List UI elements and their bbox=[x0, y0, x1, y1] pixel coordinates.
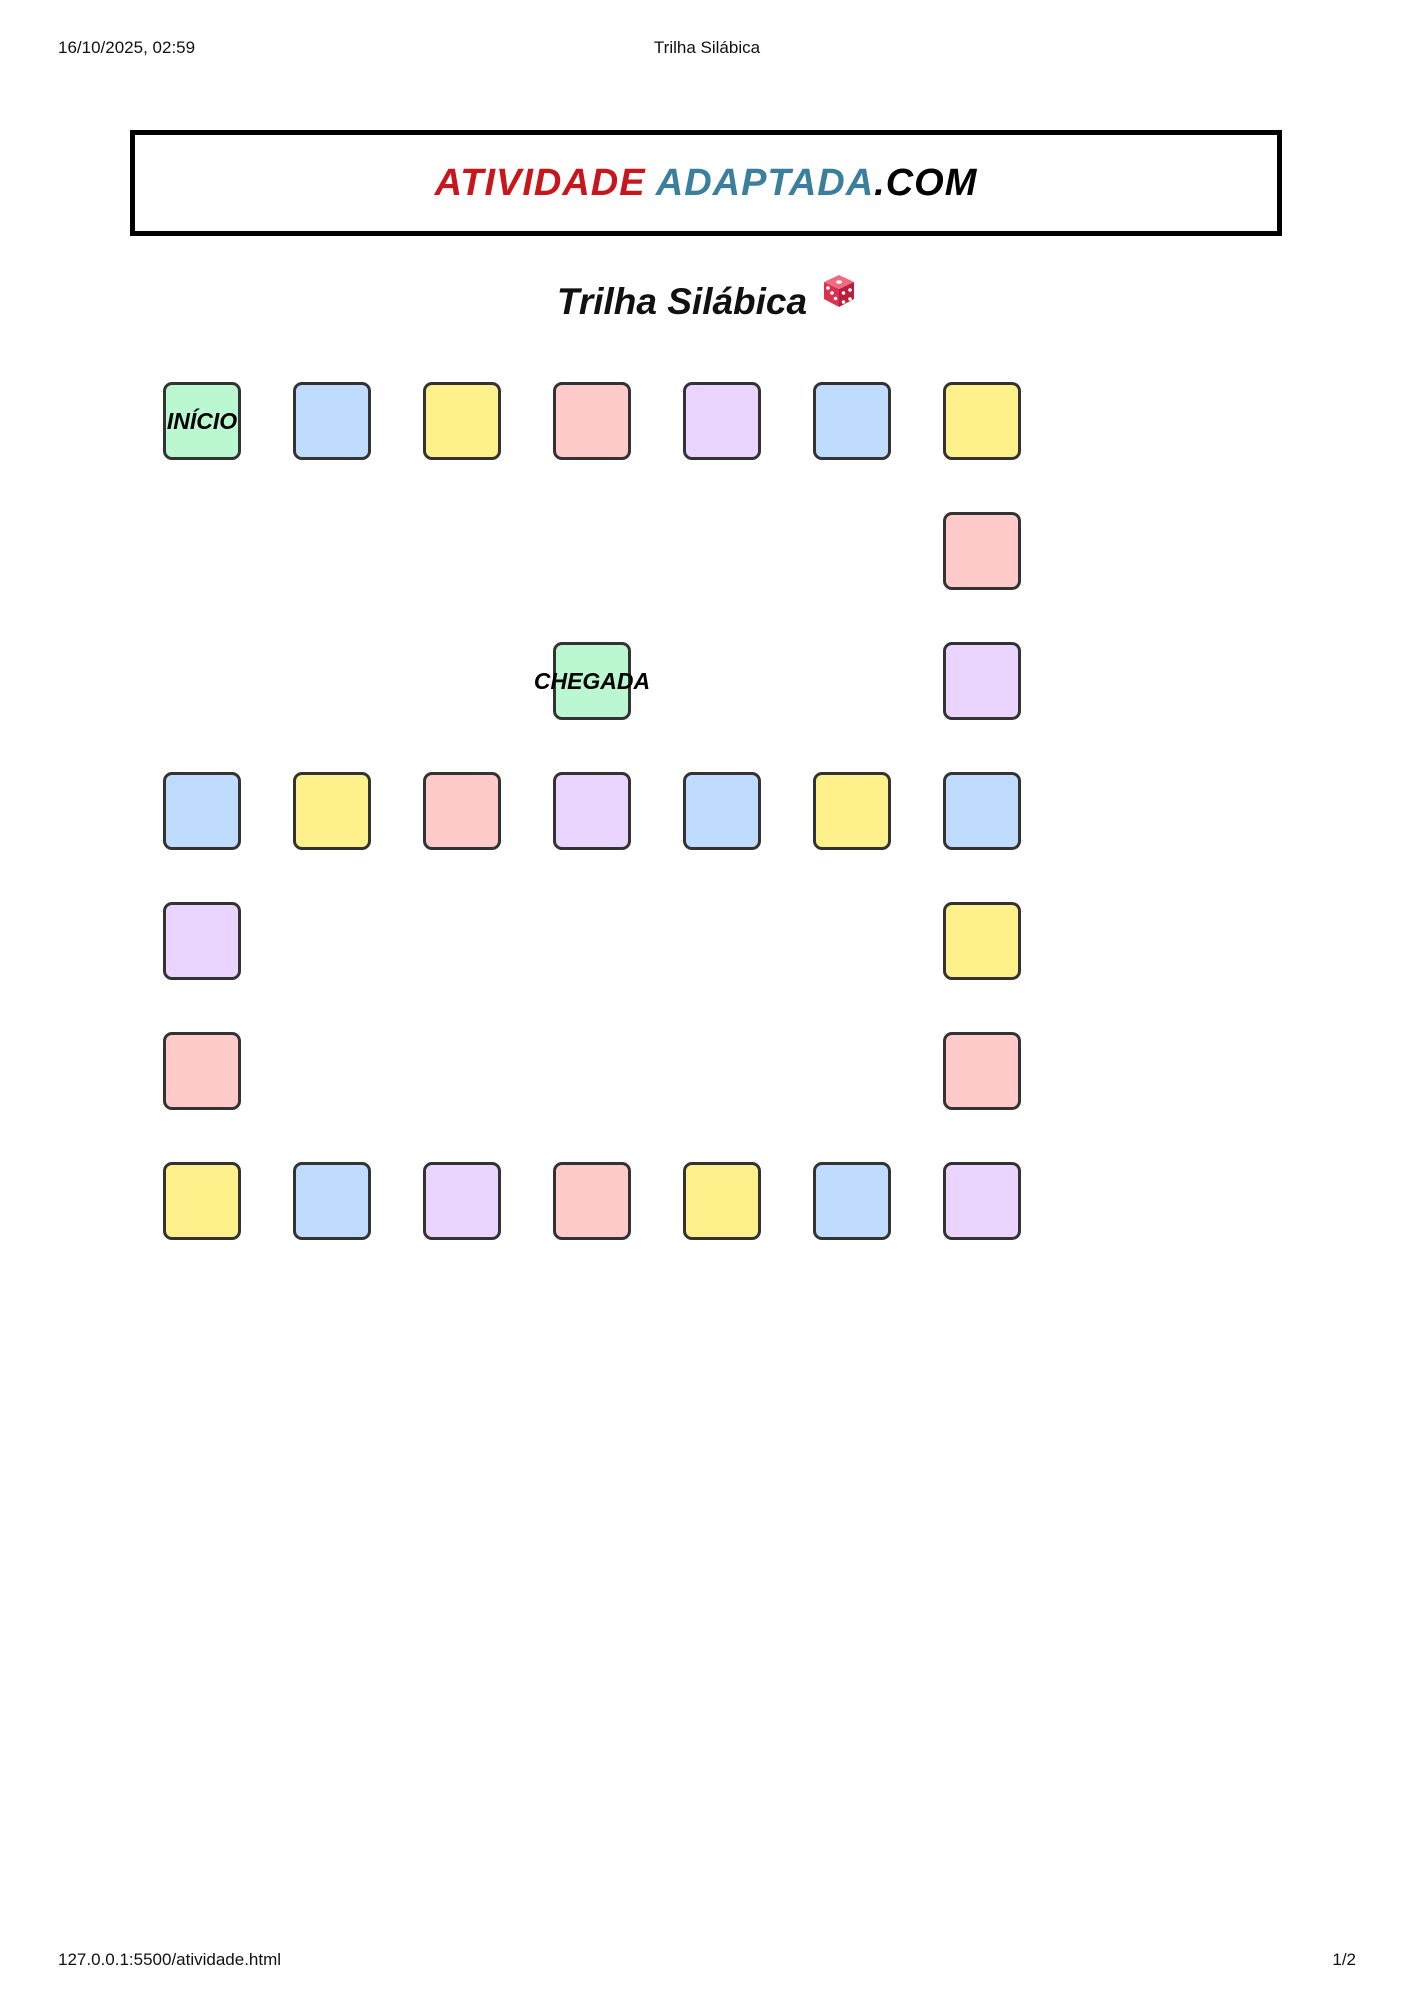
board-cell bbox=[683, 1162, 761, 1240]
banner-logo-text: ATIVIDADE ADAPTADA.COM bbox=[435, 162, 978, 205]
print-page-number: 1/2 bbox=[1332, 1950, 1356, 1969]
print-url: 127.0.0.1:5500/atividade.html bbox=[58, 1950, 282, 1969]
board-cell bbox=[813, 382, 891, 460]
print-footer: 127.0.0.1:5500/atividade.html 1/2 bbox=[0, 1950, 1414, 1974]
board-cell-label: CHEGADA bbox=[533, 667, 651, 694]
board-cell bbox=[293, 382, 371, 460]
dice-icon bbox=[821, 273, 857, 309]
board-cell bbox=[943, 642, 1021, 720]
board-cell bbox=[683, 382, 761, 460]
site-banner: ATIVIDADE ADAPTADA.COM bbox=[130, 130, 1282, 236]
board-cell-finish: CHEGADA bbox=[534, 642, 650, 720]
banner-part-atividade: ATIVIDADE bbox=[434, 161, 646, 204]
print-header: 16/10/2025, 02:59 Trilha Silábica bbox=[0, 38, 1414, 62]
board-cell bbox=[553, 772, 631, 850]
print-page-title: Trilha Silábica bbox=[653, 38, 761, 57]
board-cell bbox=[163, 1162, 241, 1240]
board-cell-start: INÍCIO bbox=[163, 382, 241, 460]
board-cell bbox=[943, 1162, 1021, 1240]
board-cell bbox=[943, 382, 1021, 460]
board-cell bbox=[813, 772, 891, 850]
board-cell bbox=[293, 772, 371, 850]
board-cell-label: INÍCIO bbox=[166, 407, 238, 434]
board-cell bbox=[553, 1162, 631, 1240]
board-cell bbox=[553, 382, 631, 460]
board-cell bbox=[293, 1162, 371, 1240]
board-cell bbox=[683, 772, 761, 850]
banner-part-adaptada: ADAPTADA bbox=[655, 161, 875, 204]
board-cell bbox=[943, 512, 1021, 590]
board-cell bbox=[423, 1162, 501, 1240]
board-cell bbox=[813, 1162, 891, 1240]
print-datetime: 16/10/2025, 02:59 bbox=[58, 38, 196, 57]
banner-part-com: .COM bbox=[874, 161, 978, 204]
board-cell bbox=[943, 902, 1021, 980]
board-cell bbox=[943, 1032, 1021, 1110]
board-cell bbox=[943, 772, 1021, 850]
board-cell bbox=[163, 772, 241, 850]
title-row: Trilha Silábica bbox=[0, 272, 1414, 332]
board-cell bbox=[423, 772, 501, 850]
board-cell bbox=[163, 902, 241, 980]
page-title: Trilha Silábica bbox=[556, 281, 808, 322]
board-cell bbox=[423, 382, 501, 460]
board-cell bbox=[163, 1032, 241, 1110]
